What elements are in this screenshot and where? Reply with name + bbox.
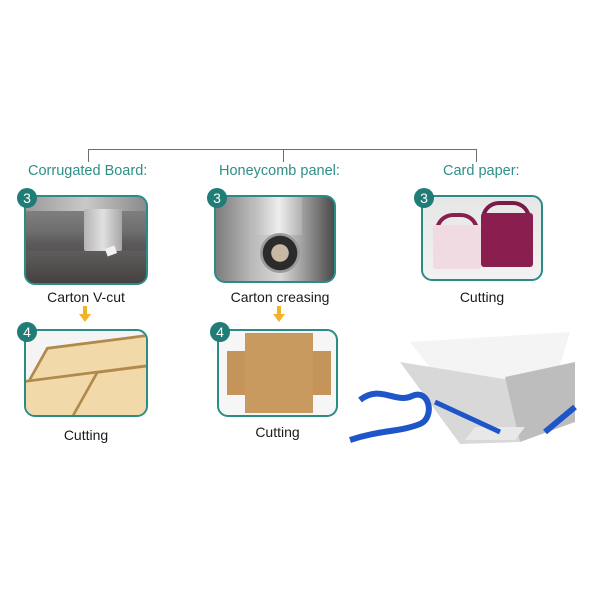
down-arrow-icon bbox=[79, 306, 91, 322]
category-title-corrugated-board: Corrugated Board: bbox=[28, 163, 148, 179]
category-title-honeycomb-panel: Honeycomb panel: bbox=[219, 163, 340, 179]
step-badge: 3 bbox=[17, 188, 37, 208]
step-badge: 3 bbox=[414, 188, 434, 208]
cutting-image bbox=[217, 329, 338, 417]
step-badge: 3 bbox=[207, 188, 227, 208]
step-badge: 4 bbox=[210, 322, 230, 342]
connector-right-drop bbox=[476, 149, 477, 162]
category-title-card-paper: Card paper: bbox=[443, 163, 520, 179]
step-caption: Cutting bbox=[255, 424, 300, 440]
gift-box-illustration bbox=[349, 332, 577, 444]
carton-v-cut-image bbox=[24, 195, 148, 285]
connector-horizontal-line bbox=[88, 149, 476, 150]
connector-middle-drop bbox=[283, 149, 284, 162]
step-caption: Carton creasing bbox=[230, 289, 330, 305]
step-caption: Carton V-cut bbox=[47, 289, 125, 305]
carton-creasing-image bbox=[214, 195, 336, 283]
step-badge: 4 bbox=[17, 322, 37, 342]
card-paper-cutting-image bbox=[421, 195, 543, 281]
step-caption: Cutting bbox=[63, 427, 109, 443]
cutting-image bbox=[24, 329, 148, 417]
connector-left-drop bbox=[88, 149, 89, 162]
step-caption: Cutting bbox=[459, 289, 505, 305]
down-arrow-icon bbox=[273, 306, 285, 322]
